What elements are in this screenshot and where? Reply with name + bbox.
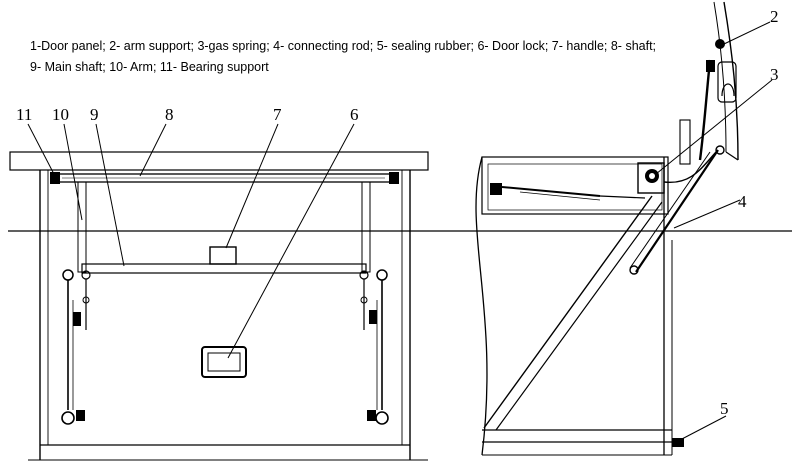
leader-6 <box>227 123 355 359</box>
arm-left <box>77 181 87 273</box>
connecting-rod <box>629 145 725 275</box>
door-lock <box>201 346 247 378</box>
pivot-mount <box>637 162 665 194</box>
callout-10: 10 <box>52 105 69 124</box>
side-front-curve <box>475 156 488 456</box>
gas-spring-left <box>61 269 91 425</box>
main-shaft <box>81 263 367 274</box>
leader-2 <box>723 21 771 45</box>
leader-10 <box>63 123 83 221</box>
front-top-beam <box>9 151 429 171</box>
handle <box>209 246 237 265</box>
callout-6: 6 <box>350 105 359 124</box>
door-diagonal <box>483 195 653 429</box>
leader-5 <box>679 415 727 441</box>
side-top-beam <box>481 156 669 215</box>
gas-spring-right <box>359 269 389 425</box>
callout-4: 4 <box>738 192 747 211</box>
leader-7 <box>225 123 279 249</box>
callout-8: 8 <box>165 105 174 124</box>
legend-line-2: 9- Main shaft; 10- Arm; 11- Bearing supp… <box>30 60 269 74</box>
parts-legend: 1-Door panel; 2- arm support; 3-gas spri… <box>30 36 656 78</box>
bearing-support-left <box>50 172 60 184</box>
callout-7: 7 <box>273 105 282 124</box>
front-view <box>9 123 429 461</box>
gas-spring-side <box>490 183 646 201</box>
arm-support <box>679 39 725 165</box>
leader-3 <box>655 79 773 175</box>
leader-11 <box>27 123 57 179</box>
door-panel-open <box>713 1 739 161</box>
arm-right <box>361 181 371 273</box>
callout-2: 2 <box>770 7 779 26</box>
side-view <box>475 1 773 456</box>
callout-11: 11 <box>16 105 32 124</box>
leader-9 <box>95 123 125 267</box>
bearing-support-right <box>389 172 399 184</box>
legend-line-1: 1-Door panel; 2- arm support; 3-gas spri… <box>30 39 657 53</box>
callout-5: 5 <box>720 399 729 418</box>
leader-4 <box>673 199 741 229</box>
callout-9: 9 <box>90 105 99 124</box>
leader-8 <box>139 123 167 177</box>
callout-3: 3 <box>770 65 779 84</box>
sealing-rubber <box>672 438 684 447</box>
